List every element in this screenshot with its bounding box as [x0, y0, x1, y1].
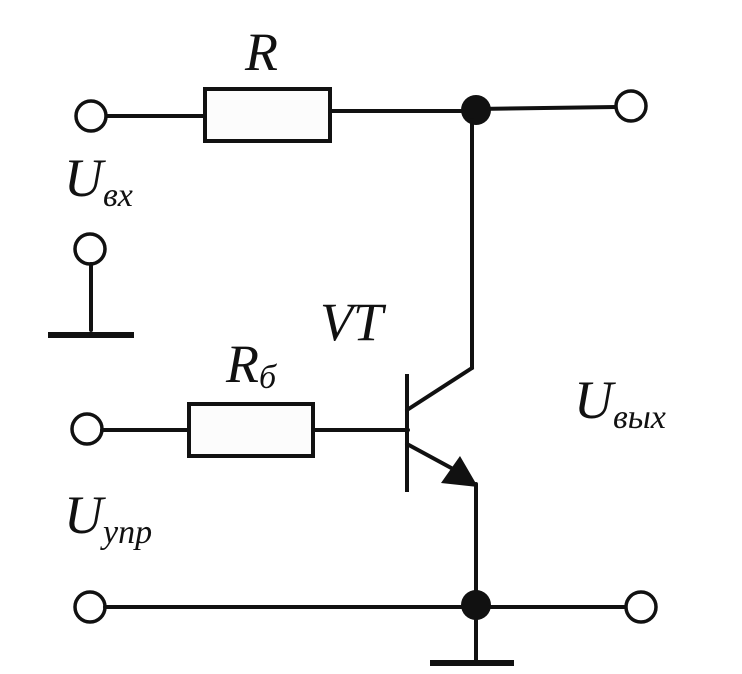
junction-ground-node: [461, 590, 491, 620]
emitter-arrow-icon: [441, 456, 478, 487]
common-terminal-left: [73, 590, 107, 624]
wire-node-to-output: [474, 105, 618, 111]
control-terminal: [70, 412, 104, 446]
label-u-ctrl: Uупр: [64, 485, 152, 551]
label-u-out-sub: вых: [613, 399, 666, 436]
transistor-vt: [405, 366, 478, 492]
label-u-in: Uвх: [64, 148, 133, 214]
label-u-ctrl-main: U: [64, 485, 106, 545]
label-rb-main: R: [225, 334, 259, 394]
input-terminal-bottom: [73, 232, 107, 266]
label-vt: VT: [320, 292, 387, 352]
label-u-in-main: U: [64, 148, 106, 208]
junction-collector-node: [461, 95, 491, 125]
input-terminal-top: [74, 99, 108, 133]
label-u-in-sub: вх: [103, 177, 133, 214]
resistor-r: [203, 87, 332, 143]
label-u-out: Uвых: [574, 370, 666, 436]
resistor-rb: [187, 402, 315, 458]
label-rb-sub: б: [259, 359, 278, 396]
label-rb: Rб: [225, 334, 278, 396]
label-u-out-main: U: [574, 370, 616, 430]
label-u-ctrl-sub: упр: [100, 514, 152, 551]
label-r: R: [244, 22, 278, 82]
output-terminal-top: [614, 89, 648, 123]
transistor-collector-lead: [405, 366, 474, 412]
common-terminal-right: [624, 590, 658, 624]
